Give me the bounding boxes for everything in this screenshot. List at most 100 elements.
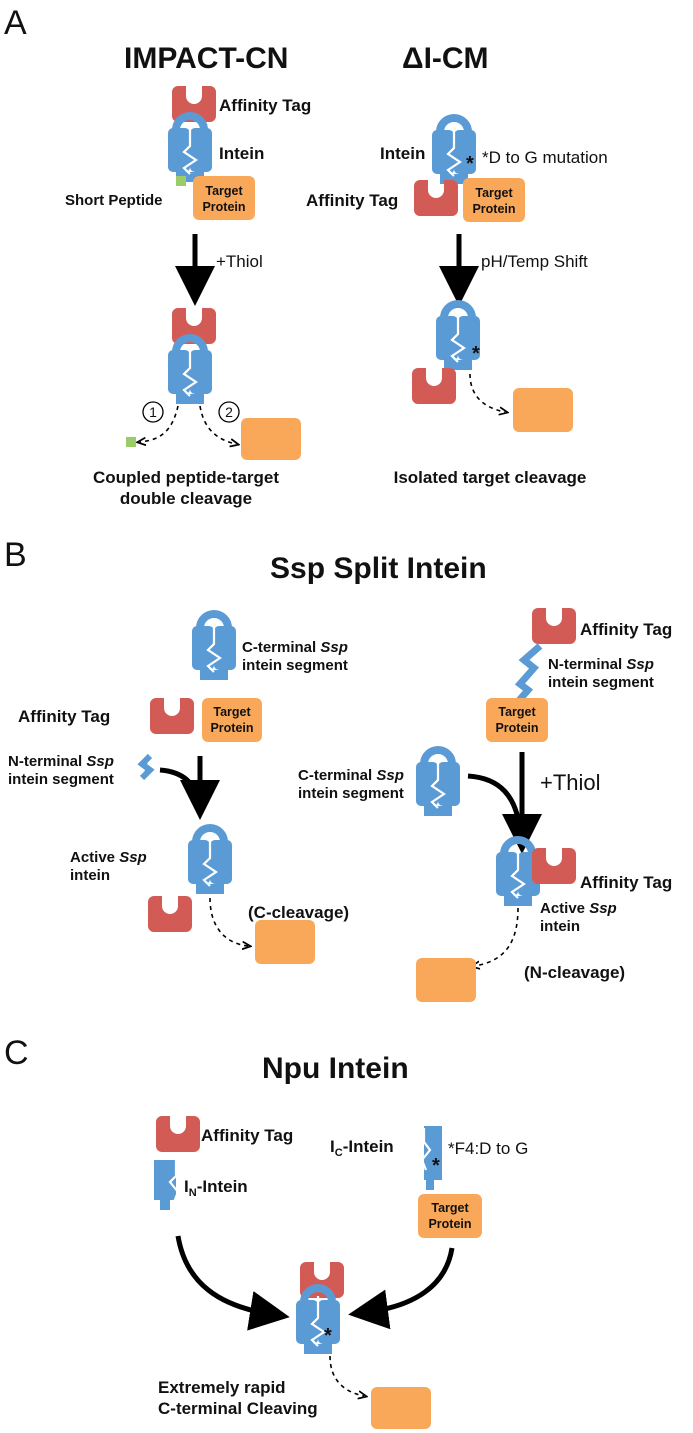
arrow-icon: [467, 773, 523, 831]
mutation-star-icon: *: [472, 343, 480, 365]
intein-icon: [416, 750, 460, 816]
affinity-tag-icon: [156, 1116, 200, 1152]
dashed-arrow-icon: [199, 405, 236, 444]
ssp-right-target-line2: Protein: [495, 721, 538, 735]
panel-b-letter: B: [4, 536, 27, 574]
impact-affinity-tag-label: Affinity Tag: [219, 96, 311, 115]
dicm-step-label: pH/Temp Shift: [481, 252, 588, 271]
target-protein-icon: [255, 920, 315, 964]
arrow-icon: [159, 767, 201, 805]
mutation-star-icon: *: [432, 1155, 440, 1177]
npu-target-line2: Protein: [428, 1217, 471, 1231]
ssp-left-target-line1: Target: [213, 705, 251, 719]
arrow-icon: [175, 1235, 290, 1331]
dicm-affinity-tag-label: Affinity Tag: [306, 191, 398, 210]
ssp-right-n-segment-line2: intein segment: [548, 674, 654, 691]
n-segment-icon: [513, 643, 543, 707]
ssp-left-affinity-tag-label: Affinity Tag: [18, 707, 110, 726]
arrow-icon: [348, 1247, 455, 1330]
dicm-mutation-label: *D to G mutation: [482, 148, 608, 167]
target-protein-icon: [371, 1387, 431, 1429]
short-peptide-label: Short Peptide: [65, 192, 163, 209]
dashed-arrow-icon: [329, 1355, 364, 1396]
intein-icon: [188, 828, 232, 894]
step-marker-2-label: 2: [225, 404, 233, 420]
impact-cn-title: IMPACT-CN: [124, 42, 288, 75]
target-protein-icon: [416, 958, 476, 1002]
dicm-target-line2: Protein: [472, 202, 515, 216]
intein-icon: [168, 338, 212, 404]
ssp-right-active-line2: intein: [540, 918, 580, 935]
ssp-left-c-segment-line1: C-terminal Ssp: [242, 639, 348, 656]
npu-target-line1: Target: [431, 1201, 469, 1215]
ssp-right-active-line1: Active Ssp: [540, 900, 617, 917]
impact-result-line1: Coupled peptide-target: [93, 468, 279, 487]
npu-affinity-tag-label: Affinity Tag: [201, 1126, 293, 1145]
target-protein-icon: [241, 418, 301, 460]
ssp-right-affinity-tag-2-label: Affinity Tag: [580, 873, 672, 892]
ssp-right-c-segment-line1: C-terminal Ssp: [298, 767, 404, 784]
ssp-left-active-line1: Active Ssp: [70, 849, 147, 866]
npu-title: Npu Intein: [262, 1052, 409, 1085]
dashed-arrow-icon: [209, 897, 248, 946]
affinity-tag-icon: [150, 698, 194, 734]
ssp-left-n-segment-line1: N-terminal Ssp: [8, 753, 114, 770]
short-peptide-icon: [126, 437, 136, 447]
impact-target-line2: Protein: [202, 200, 245, 214]
affinity-tag-icon: [532, 608, 576, 644]
ic-intein-seam: [420, 1128, 432, 1171]
in-intein-icon: [154, 1160, 176, 1210]
impact-result-line2: double cleavage: [120, 489, 252, 508]
ssp-right-n-segment-line1: N-terminal Ssp: [548, 656, 654, 673]
target-protein-icon: [486, 698, 548, 742]
step-marker-1-label: 1: [149, 404, 157, 420]
intein-icon: [192, 614, 236, 680]
dicm-result-label: Isolated target cleavage: [394, 468, 587, 487]
ssp-right-step-label: +Thiol: [540, 770, 601, 795]
affinity-tag-icon: [414, 180, 458, 216]
npu-mutation-label: *F4:D to G: [448, 1139, 528, 1158]
panel-a-letter: A: [4, 4, 27, 42]
ssp-left-n-segment-line2: intein segment: [8, 771, 114, 788]
ssp-left-active-line2: intein: [70, 867, 110, 884]
intein-icon: [296, 1288, 340, 1354]
impact-step-label: +Thiol: [216, 252, 263, 271]
dashed-arrow-icon: [469, 373, 505, 412]
dicm-title: ΔI-CM: [402, 42, 489, 75]
dashed-arrow-icon: [474, 907, 519, 966]
n-segment-icon: [137, 753, 155, 781]
npu-in-intein-label: IN-Intein: [184, 1177, 248, 1199]
npu-result-line1: Extremely rapid: [158, 1378, 286, 1397]
npu-result-line2: C-terminal Cleaving: [158, 1399, 318, 1418]
impact-target-line1: Target: [205, 184, 243, 198]
ic-intein-icon: [424, 1126, 442, 1190]
mutation-star-icon: *: [324, 1325, 332, 1347]
intein-icon: [168, 116, 212, 182]
in-intein-seam: [168, 1158, 180, 1203]
panel-c-letter: C: [4, 1034, 29, 1072]
affinity-tag-icon: [532, 848, 576, 884]
target-protein-icon: [513, 388, 573, 432]
ssp-title: Ssp Split Intein: [270, 552, 487, 585]
impact-intein-label: Intein: [219, 144, 264, 163]
npu-ic-intein-label: IC-Intein: [330, 1137, 394, 1159]
ssp-right-c-segment-line2: intein segment: [298, 785, 404, 802]
step-marker-2: [218, 401, 240, 423]
mutation-star-icon: *: [466, 153, 474, 175]
target-protein-icon: [202, 698, 262, 742]
ssp-right-cleavage-label: (N-cleavage): [524, 963, 625, 982]
affinity-tag-icon: [148, 896, 192, 932]
target-protein-icon: [463, 178, 525, 222]
dicm-intein-label: Intein: [380, 144, 425, 163]
ssp-left-target-line2: Protein: [210, 721, 253, 735]
short-peptide-icon: [176, 176, 186, 186]
ssp-left-cleavage-label: (C-cleavage): [248, 903, 349, 922]
target-protein-icon: [193, 176, 255, 220]
ssp-right-target-line1: Target: [498, 705, 536, 719]
target-protein-icon: [418, 1194, 482, 1238]
affinity-tag-icon: [412, 368, 456, 404]
ssp-left-c-segment-line2: intein segment: [242, 657, 348, 674]
step-marker-1: [142, 401, 164, 423]
ssp-right-affinity-tag-label: Affinity Tag: [580, 620, 672, 639]
